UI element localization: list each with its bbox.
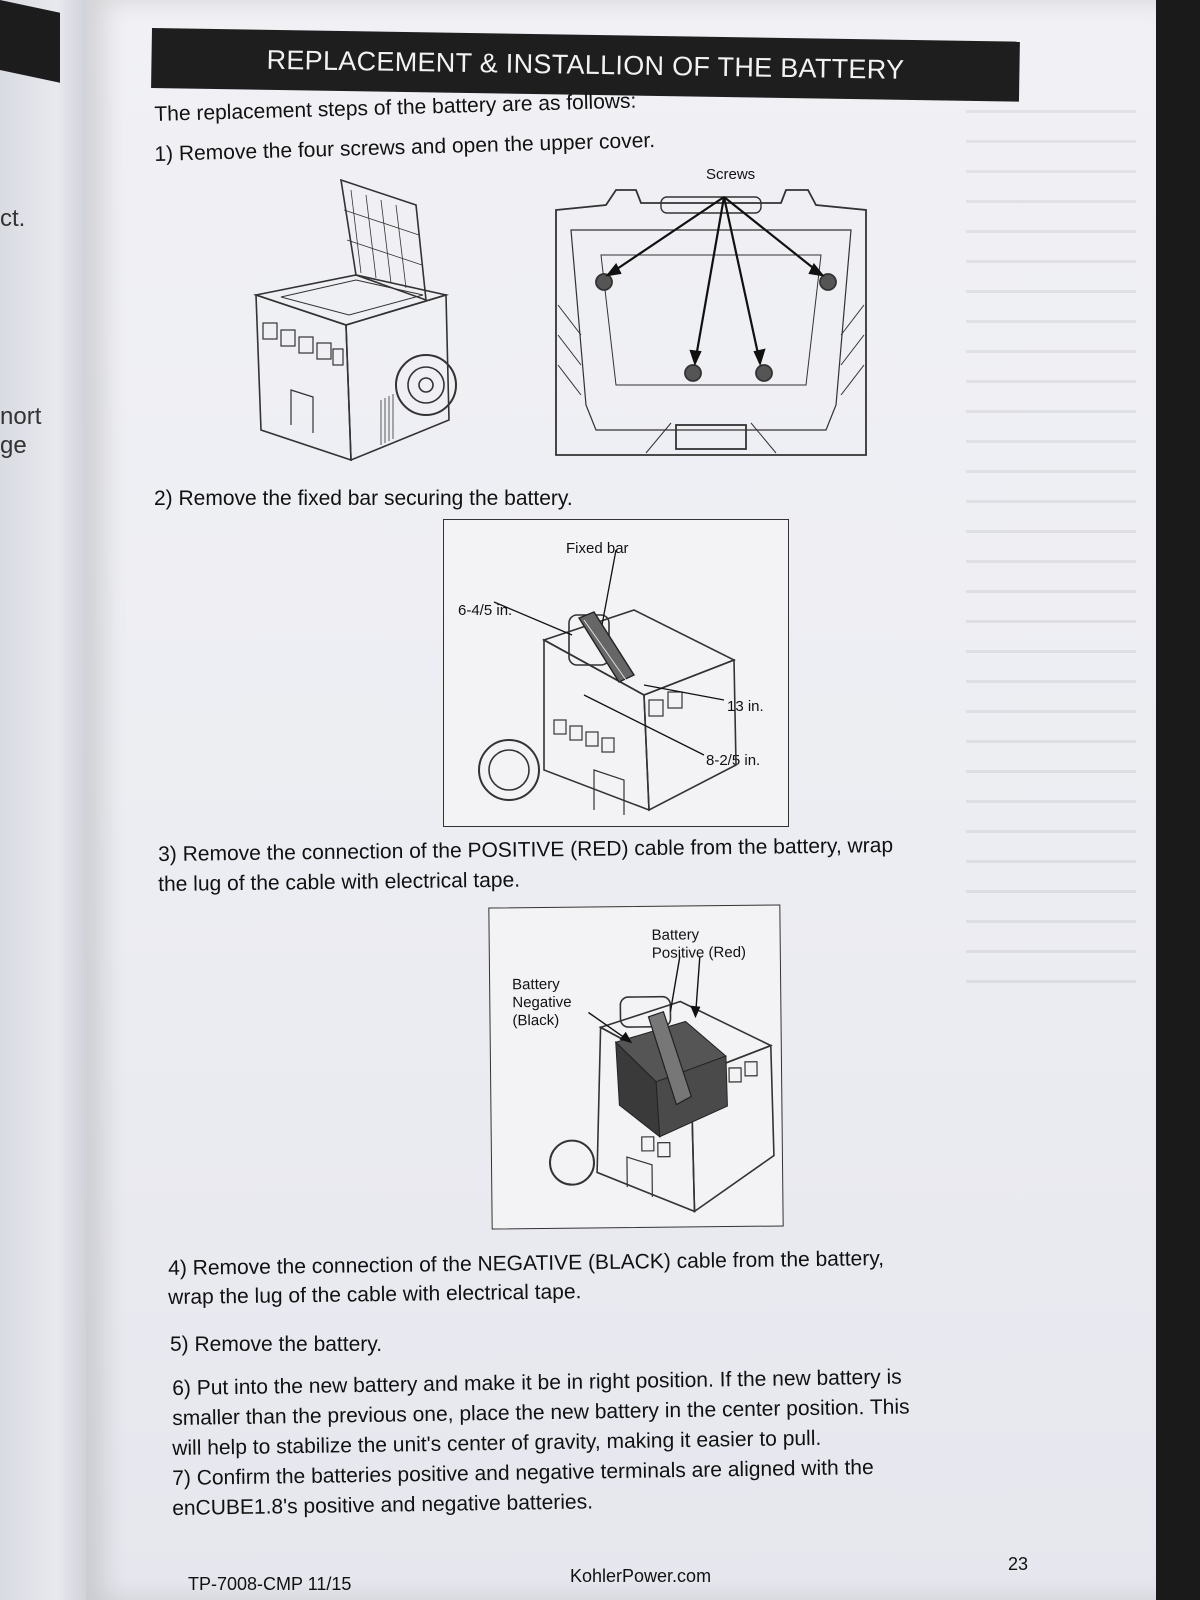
screws-label: Screws: [706, 166, 756, 183]
unit-top-view-screws-illustration: [555, 189, 867, 456]
step-3-text-line-1: 3) Remove the connection of the POSITIVE…: [158, 834, 894, 866]
fixed-bar-figure: Fixed bar 6-4/5 in. 13 in. 8-2/5 in.: [443, 519, 789, 827]
left-page-dark-corner: [0, 0, 60, 83]
step-4-text-line-2: wrap the lug of the cable with electrica…: [168, 1280, 582, 1309]
left-page-fragment: ct.: [0, 205, 26, 232]
fixed-bar-label: Fixed bar: [566, 540, 629, 557]
battery-terminals-figure: Battery Positive (Red) Battery Negative …: [488, 904, 784, 1230]
document-code: TP-7008-CMP 11/15: [188, 1574, 352, 1594]
left-page-fragment: ge: [0, 432, 27, 459]
battery-in-unit-illustration: [548, 956, 775, 1213]
step-5-text: 5) Remove the battery.: [170, 1333, 383, 1356]
unit-open-cover-illustration: [252, 178, 457, 462]
left-page-fragment: nort: [0, 403, 42, 430]
step-7-text-line-2: enCUBE1.8's positive and negative batter…: [172, 1490, 594, 1520]
page-number: 23: [1008, 1554, 1029, 1574]
dimension-length-label: 13 in.: [727, 698, 764, 715]
fixed-bar-unit-illustration: [478, 549, 737, 815]
step-2-text: 2) Remove the fixed bar securing the bat…: [154, 487, 573, 510]
website-footer: KohlerPower.com: [570, 1566, 712, 1586]
step-3-text-line-2: the lug of the cable with electrical tap…: [158, 868, 521, 896]
intro-text: The replacement steps of the battery are…: [154, 89, 637, 126]
show-through-text: [966, 110, 1136, 1010]
positive-terminal-label-line-1: Battery: [651, 926, 700, 944]
manual-page: REPLACEMENT & INSTALLION OF THE BATTERY …: [86, 0, 1156, 1600]
left-facing-page: ct. nort ge: [0, 0, 95, 1600]
dimension-height-label: 8-2/5 in.: [706, 752, 761, 769]
step-1-text: 1) Remove the four screws and open the u…: [154, 129, 656, 166]
dimension-width-label: 6-4/5 in.: [458, 602, 513, 619]
